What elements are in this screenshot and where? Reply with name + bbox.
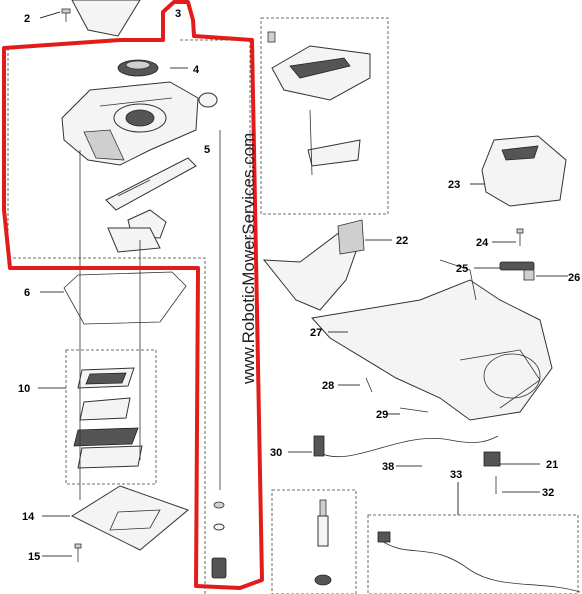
callout-14: 14	[22, 511, 35, 523]
clip-part-25	[499, 261, 535, 271]
harness-connector	[377, 531, 391, 543]
callout-27: 27	[310, 327, 322, 339]
highlight-outline	[2, 0, 264, 590]
callout-2: 2	[24, 13, 30, 25]
harness-part-33	[379, 539, 581, 593]
callout-21: 21	[546, 459, 558, 471]
housing-part-3	[61, 81, 199, 166]
plate-detail	[109, 509, 161, 531]
pin-part-29	[399, 407, 429, 413]
leader-lines	[38, 11, 568, 557]
pin-part-24	[516, 228, 524, 246]
plate-part-14	[70, 485, 189, 551]
group-box-left-upper	[7, 48, 206, 594]
screw-part-15	[74, 543, 82, 562]
callout-5: 5	[204, 144, 210, 156]
callout-25: 25	[456, 263, 468, 275]
cable-part-30	[317, 435, 499, 457]
screw-part-28	[365, 377, 373, 393]
group-box-bottom-center	[271, 489, 357, 594]
group-box-bottom-right	[367, 514, 579, 594]
callout-38: 38	[382, 461, 394, 473]
callout-22: 22	[396, 235, 408, 247]
fastener-stack	[211, 501, 227, 579]
callout-26: 26	[568, 272, 580, 284]
callout-3: 3	[175, 8, 181, 20]
screw-part-2	[61, 8, 71, 22]
sensor-assembly-part-10	[73, 367, 143, 469]
tray-assembly	[267, 31, 371, 176]
group-box-top-center	[260, 17, 389, 215]
callout-6: 6	[24, 287, 30, 299]
watermark-text: www.RoboticMowerServices.com	[239, 133, 258, 385]
callout-4: 4	[193, 64, 200, 76]
callout-33: 33	[450, 469, 462, 481]
callout-10: 10	[18, 383, 30, 395]
sensor-part-21	[483, 451, 501, 467]
callout-15: 15	[28, 551, 40, 563]
callout-29: 29	[376, 409, 388, 421]
bracket-part-22	[262, 219, 365, 311]
gasket-part-6	[63, 271, 187, 325]
plunger-assembly	[314, 499, 332, 586]
nut-part-26	[523, 269, 535, 281]
seal-frame	[105, 157, 197, 253]
callout-23: 23	[448, 179, 460, 191]
body-part-27	[311, 259, 553, 421]
callout-28: 28	[322, 380, 334, 392]
group-box-sensor	[65, 349, 157, 485]
callout-30: 30	[270, 447, 282, 459]
cover-part-23	[481, 135, 567, 207]
knob-part-4	[117, 59, 159, 77]
callout-24: 24	[476, 237, 489, 249]
cable-connector	[313, 435, 325, 457]
cap-part-5	[198, 92, 218, 108]
callout-32: 32	[542, 487, 554, 499]
top-cover-fragment	[71, 0, 141, 37]
